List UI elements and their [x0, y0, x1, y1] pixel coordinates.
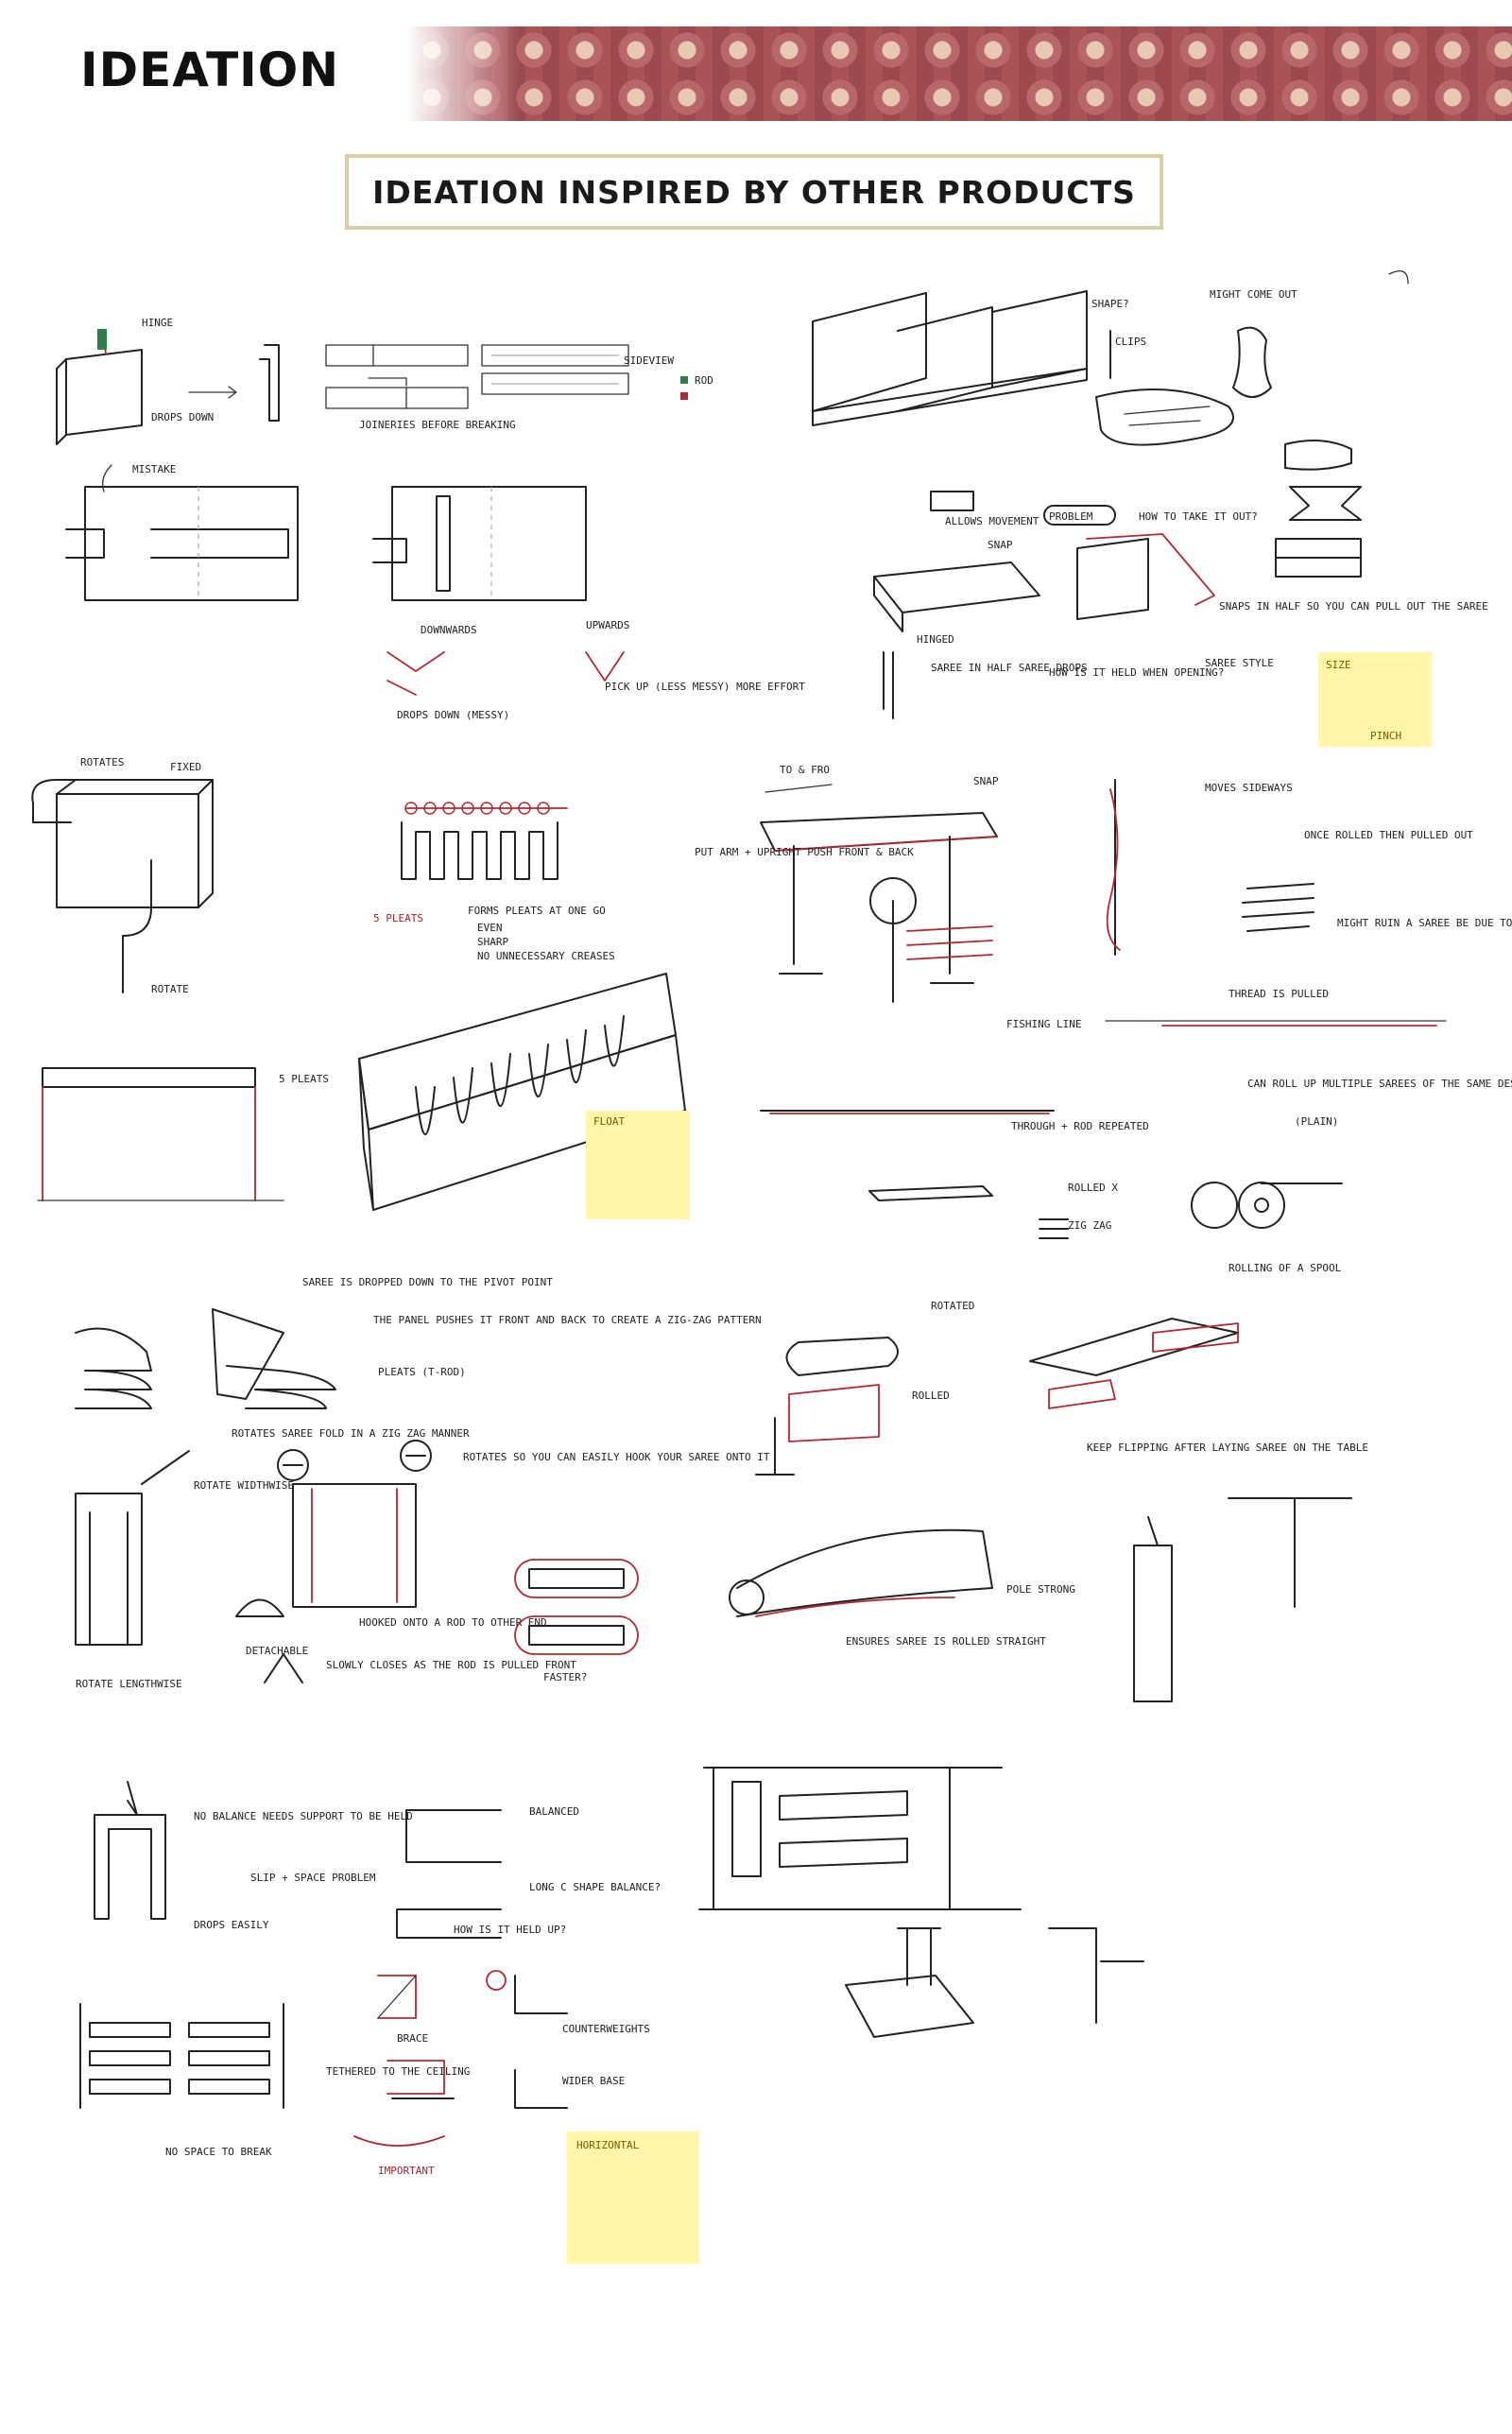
label-joineries: JOINERIES BEFORE BREAKING — [359, 419, 516, 431]
label-ensures-saree: ENSURES SAREE IS ROLLED STRAIGHT — [846, 1635, 1046, 1648]
label-tethered: TETHERED TO THE CEILING — [326, 2065, 470, 2078]
label-roll-up: CAN ROLL UP MULTIPLE SAREES OF THE SAME … — [1247, 1078, 1512, 1090]
label-moves-sideways: MOVES SIDEWAYS — [1205, 782, 1293, 794]
label-no-creases: NO UNNECESSARY CREASES — [477, 950, 615, 962]
label-drops-down-messy: DROPS DOWN (MESSY) — [397, 709, 509, 721]
decorative-pattern-band — [406, 26, 1512, 121]
label-drops-easily: DROPS EASILY — [194, 1919, 269, 1931]
label-how-held-up: HOW IS IT HELD UP? — [454, 1924, 566, 1936]
label-problem: PROBLEM — [1049, 510, 1093, 523]
label-saree-dropped: SAREE IS DROPPED DOWN TO THE PIVOT POINT — [302, 1276, 553, 1288]
label-wider-base: WIDER BASE — [562, 2075, 625, 2087]
section-title-box: IDEATION INSPIRED BY OTHER PRODUCTS — [345, 154, 1163, 230]
sketch-canvas: HINGE DROPS DOWN JOINERIES BEFORE BREAKI… — [31, 270, 1512, 2264]
label-downwards: DOWNWARDS — [421, 624, 477, 636]
label-rolled-fold: ROLLED — [912, 1390, 950, 1402]
label-plain: (PLAIN) — [1295, 1115, 1338, 1128]
label-sharp: SHARP — [477, 936, 508, 948]
label-important: IMPORTANT — [378, 2165, 435, 2177]
label-slowly-closes: SLOWLY CLOSES AS THE ROD IS PULLED FRONT — [326, 1659, 576, 1671]
sketch-group-clips: SHAPE? CLIPS MIGHT COME OUT ALLOWS MOVEM… — [812, 270, 1488, 747]
label-rotate: ROTATE — [151, 983, 189, 995]
label-thread-pulled: THREAD IS PULLED — [1228, 988, 1329, 1000]
page-title: IDEATION — [80, 43, 340, 97]
label-pleats-slide: 5 PLEATS — [279, 1073, 329, 1085]
label-allows-movement: ALLOWS MOVEMENT — [945, 515, 1040, 527]
label-counterweights: COUNTERWEIGHTS — [562, 2023, 650, 2035]
sketch-group-fold: SAREE IS DROPPED DOWN TO THE PIVOT POINT… — [75, 1276, 1368, 1702]
label-how-to-take-out: HOW TO TAKE IT OUT? — [1139, 510, 1258, 523]
label-no-balance: NO BALANCE NEEDS SUPPORT TO BE HELD — [194, 1810, 413, 1822]
sketch-group-push-arm: TO & FRO PUT ARM + UPRIGHT PUSH FRONT & … — [695, 764, 1149, 1239]
label-saree-style: SAREE STYLE — [1205, 657, 1274, 669]
label-through-rod: THROUGH + ROD REPEATED — [1011, 1120, 1149, 1132]
label-even: EVEN — [477, 922, 503, 934]
label-grip: SNAP — [973, 775, 999, 787]
label-rod: ROD — [695, 374, 713, 387]
label-rolling-spool: ROLLING OF A SPOOL — [1228, 1262, 1342, 1274]
label-once-rolled: ONCE ROLLED THEN PULLED OUT — [1304, 829, 1473, 841]
label-pick-up: PICK UP (LESS MESSY) MORE EFFORT — [605, 681, 805, 693]
note-horizontal: HORIZONTAL — [576, 2139, 640, 2151]
label-rotates-hook: ROTATES SO YOU CAN EASILY HOOK YOUR SARE… — [463, 1451, 770, 1463]
label-hinged: HINGED — [917, 633, 954, 646]
label-rotates-zigzag: ROTATES SAREE FOLD IN A ZIG ZAG MANNER — [232, 1427, 470, 1440]
label-hooked-rod: HOOKED ONTO A ROD TO OTHER END — [359, 1616, 547, 1629]
label-might-ruin: MIGHT RUIN A SAREE BE DUE TO GRIP — [1337, 917, 1512, 929]
label-slip-space: SLIP + SPACE PROBLEM — [250, 1872, 376, 1884]
label-sideview: SIDEVIEW — [624, 354, 674, 367]
section-title: IDEATION INSPIRED BY OTHER PRODUCTS — [372, 173, 1136, 211]
label-snaps-in-half: SNAPS IN HALF SO YOU CAN PULL OUT THE SA… — [1219, 600, 1488, 613]
label-rotates: ROTATES — [80, 756, 124, 768]
label-drops-down: DROPS DOWN — [151, 411, 214, 423]
label-no-space: NO SPACE TO BREAK — [165, 2146, 272, 2158]
label-how-held: HOW IS IT HELD WHEN OPENING? — [1049, 666, 1224, 679]
label-rotate-lengthwise: ROTATE LENGTHWISE — [76, 1678, 182, 1690]
label-zig-zag: ZIG ZAG — [1068, 1219, 1111, 1232]
label-fixed: FIXED — [170, 761, 201, 773]
label-to-and-fro: TO & FRO — [780, 764, 830, 776]
label-shape: SHAPE? — [1091, 298, 1129, 310]
label-rolled: ROLLED X — [1068, 1182, 1118, 1194]
label-pleats-t-rod: PLEATS (T-ROD) — [378, 1366, 466, 1378]
label-long-c: LONG C SHAPE BALANCE? — [529, 1881, 661, 1893]
label-mistake: MISTAKE — [132, 463, 176, 475]
label-clips: CLIPS — [1115, 336, 1146, 348]
label-brace: BRACE — [397, 2032, 428, 2045]
label-hinge: HINGE — [142, 317, 173, 329]
page-header: IDEATION — [0, 0, 1512, 132]
sketch-group-spool: MOVES SIDEWAYS ONCE ROLLED THEN PULLED O… — [1105, 779, 1512, 1274]
label-saree-in-half: SAREE IN HALF SAREE DROPS — [931, 662, 1088, 674]
sketch-group-stand: NO BALANCE NEEDS SUPPORT TO BE HELD SLIP… — [79, 1767, 1144, 2264]
label-pole-strong: POLE STRONG — [1006, 1583, 1075, 1596]
note-pinch: PINCH — [1370, 730, 1401, 742]
note-float: FLOAT — [593, 1115, 625, 1128]
label-keep-flipping: KEEP FLIPPING AFTER LAYING SAREE ON THE … — [1087, 1441, 1368, 1454]
label-snap: SNAP — [988, 539, 1013, 551]
label-five-pleats: 5 PLEATS — [373, 912, 423, 924]
label-panel-pushes: THE PANEL PUSHES IT FRONT AND BACK TO CR… — [373, 1314, 762, 1326]
sketch-group-hinge: HINGE DROPS DOWN JOINERIES BEFORE BREAKI… — [56, 317, 805, 721]
label-rotate-widthwise: ROTATE WIDTHWISE — [194, 1479, 294, 1492]
label-faster: FASTER? — [543, 1671, 587, 1683]
label-fishing-line: FISHING LINE — [1006, 1018, 1081, 1030]
sketch-group-pleats: ROTATES FIXED ROTATE FORMS PLEATS AT ONE… — [31, 756, 690, 1219]
label-rotated: ROTATED — [931, 1300, 974, 1312]
note-size: SIZE — [1326, 659, 1351, 671]
label-detachable: DETACHABLE — [246, 1645, 308, 1657]
label-pleats-one-go: FORMS PLEATS AT ONE GO — [468, 905, 606, 917]
label-upwards: UPWARDS — [586, 619, 629, 631]
label-balanced: BALANCED — [529, 1805, 579, 1818]
label-might-come-out: MIGHT COME OUT — [1210, 288, 1297, 301]
label-push-arm: PUT ARM + UPRIGHT PUSH FRONT & BACK — [695, 846, 914, 858]
